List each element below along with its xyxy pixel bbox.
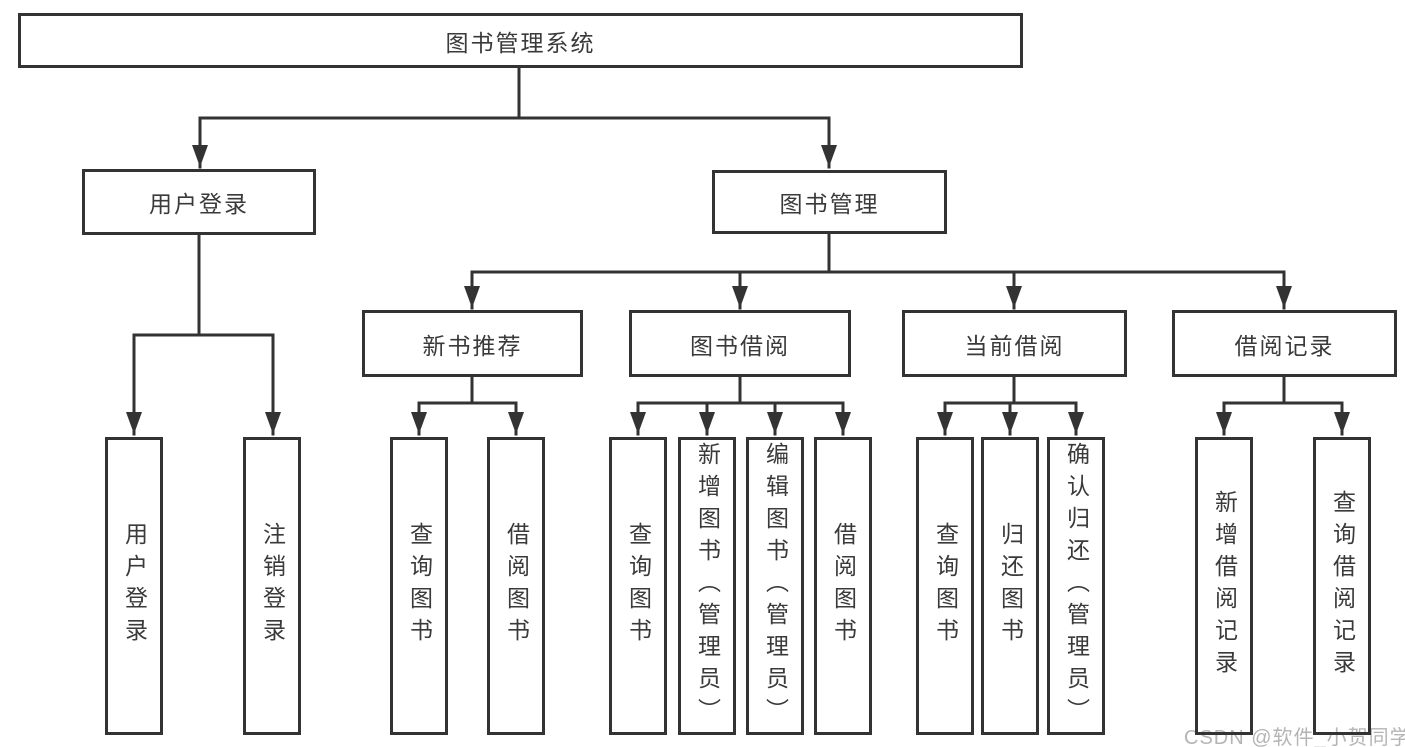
leaf-logout-label: 注销登录 (259, 522, 286, 650)
leaf-query-books-recommend-label: 查询图书 (406, 522, 433, 650)
leaf-query-books-borrowing-label: 查询图书 (625, 522, 652, 650)
leaf-borrow-books-recommend-label: 借阅图书 (503, 522, 530, 650)
leaf-return-book-label: 归还图书 (997, 522, 1024, 650)
leaf-query-borrow-record-label: 查询借阅记录 (1329, 490, 1356, 682)
node-current-borrowing: 当前借阅 (902, 310, 1127, 377)
leaf-borrow-books-recommend: 借阅图书 (487, 437, 545, 735)
leaf-add-book-admin-label: 新增图书（管理员） (694, 442, 721, 730)
node-user-login: 用户登录 (82, 169, 316, 235)
node-root: 图书管理系统 (18, 13, 1023, 68)
node-new-book-recommend-label: 新书推荐 (422, 332, 523, 359)
leaf-add-borrow-record-label: 新增借阅记录 (1211, 490, 1238, 682)
leaf-borrow-books: 借阅图书 (814, 437, 872, 735)
node-book-borrowing: 图书借阅 (629, 310, 851, 377)
node-new-book-recommend: 新书推荐 (362, 310, 583, 377)
csdn-watermark: CSDN @软件_小贺同学 (1184, 727, 1405, 747)
node-user-login-label: 用户登录 (149, 191, 249, 217)
leaf-borrow-books-label: 借阅图书 (830, 522, 857, 650)
node-book-management-label: 图书管理 (779, 191, 880, 217)
leaf-confirm-return-admin-label: 确认归还（管理员） (1063, 442, 1090, 730)
leaf-query-books-current-label: 查询图书 (932, 522, 959, 650)
leaf-query-books-borrowing: 查询图书 (609, 437, 667, 735)
node-root-label: 图书管理系统 (445, 29, 596, 56)
leaf-add-borrow-record: 新增借阅记录 (1195, 437, 1253, 735)
leaf-return-book: 归还图书 (981, 437, 1039, 735)
leaf-query-borrow-record: 查询借阅记录 (1313, 437, 1371, 735)
leaf-confirm-return-admin: 确认归还（管理员） (1047, 437, 1105, 735)
leaf-query-books-recommend: 查询图书 (390, 437, 448, 735)
node-current-borrowing-label: 当前借阅 (964, 332, 1065, 359)
leaf-logout: 注销登录 (243, 437, 301, 735)
node-borrowing-records: 借阅记录 (1172, 310, 1397, 377)
leaf-edit-book-admin: 编辑图书（管理员） (746, 437, 804, 735)
node-book-borrowing-label: 图书借阅 (690, 332, 790, 359)
leaf-user-login-label: 用户登录 (121, 522, 148, 650)
node-book-management: 图书管理 (712, 170, 947, 234)
leaf-add-book-admin: 新增图书（管理员） (678, 437, 736, 735)
leaf-edit-book-admin-label: 编辑图书（管理员） (762, 442, 789, 730)
leaf-user-login: 用户登录 (105, 437, 163, 735)
node-borrowing-records-label: 借阅记录 (1234, 332, 1335, 359)
leaf-query-books-current: 查询图书 (916, 437, 974, 735)
